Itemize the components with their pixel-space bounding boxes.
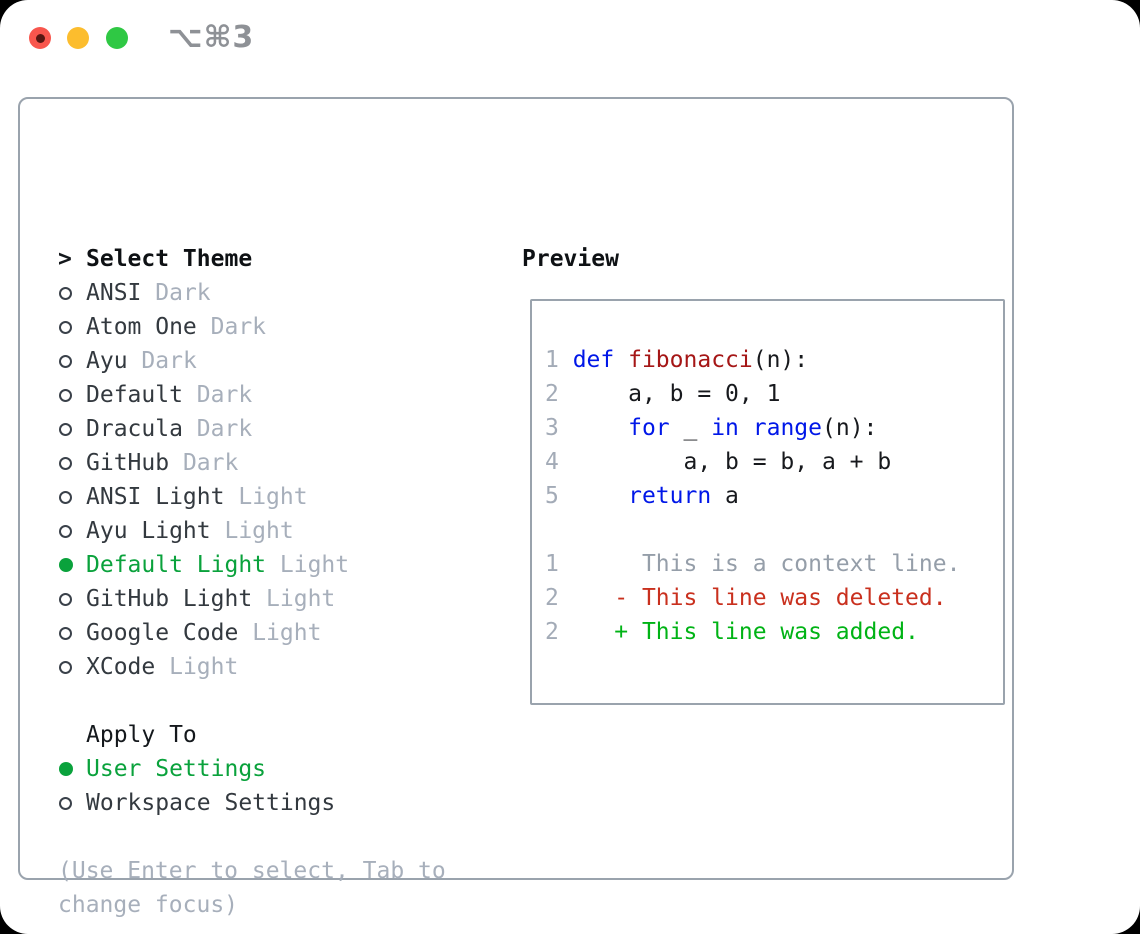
- code-line: 1 def fibonacci(n):: [545, 347, 809, 373]
- theme-option-xcode-light[interactable]: XCode Light: [58, 650, 446, 684]
- theme-option-atom-one-dark[interactable]: Atom One Dark: [58, 310, 446, 344]
- radio-icon: [59, 524, 72, 538]
- theme-variant: Dark: [196, 382, 253, 408]
- help-hint-line2: change focus): [58, 892, 239, 918]
- code-preview: 1 def fibonacci(n): 2 a, b = 0, 1 3 for …: [545, 343, 960, 649]
- select-theme-title: Select Theme: [86, 246, 253, 272]
- close-button[interactable]: [29, 27, 51, 49]
- theme-variant: Light: [252, 620, 322, 646]
- theme-name: Default Light: [86, 552, 267, 578]
- diff-context-line: 1 This is a context line.: [545, 551, 961, 577]
- radio-icon: [59, 422, 72, 436]
- radio-selected-icon: [59, 558, 73, 572]
- theme-option-google-code-light[interactable]: Google Code Light: [58, 616, 446, 650]
- radio-icon: [59, 286, 72, 300]
- theme-option-dracula-dark[interactable]: Dracula Dark: [58, 412, 446, 446]
- minimize-button[interactable]: [67, 27, 89, 49]
- diff-added-line: 2 + This line was added.: [545, 619, 919, 645]
- blank-line: [545, 513, 960, 547]
- apply-to-header: Apply To: [58, 718, 446, 752]
- radio-icon: [59, 796, 72, 810]
- preview-pane: 1 def fibonacci(n): 2 a, b = 0, 1 3 for …: [530, 299, 1005, 705]
- theme-name: GitHub Light: [86, 586, 253, 612]
- apply-option-label: Workspace Settings: [86, 790, 336, 816]
- theme-option-ansi-dark[interactable]: ANSI Dark: [58, 276, 446, 310]
- theme-variant: Dark: [210, 314, 267, 340]
- theme-option-default-dark[interactable]: Default Dark: [58, 378, 446, 412]
- theme-option-ayu-light[interactable]: Ayu Light Light: [58, 514, 446, 548]
- radio-icon: [59, 388, 72, 402]
- apply-option-user-settings[interactable]: User Settings: [58, 752, 446, 786]
- theme-variant: Dark: [182, 450, 239, 476]
- theme-option-ayu-dark[interactable]: Ayu Dark: [58, 344, 446, 378]
- theme-name: Dracula: [86, 416, 183, 442]
- theme-list: > Select Theme ANSI Dark Atom One Dark A…: [58, 242, 446, 922]
- radio-icon: [59, 660, 72, 674]
- apply-option-workspace-settings[interactable]: Workspace Settings: [58, 786, 446, 820]
- radio-icon: [59, 320, 72, 334]
- theme-name: ANSI: [86, 280, 142, 306]
- theme-name: Ayu: [86, 348, 128, 374]
- theme-variant: Light: [224, 518, 294, 544]
- theme-variant: Light: [169, 654, 239, 680]
- theme-name: ANSI Light: [86, 484, 225, 510]
- theme-variant: Dark: [155, 280, 211, 306]
- code-line: 3 for _ in range(n):: [545, 415, 878, 441]
- theme-option-default-light[interactable]: Default Light Light: [58, 548, 446, 582]
- apply-to-title: Apply To: [86, 722, 197, 748]
- theme-variant: Dark: [196, 416, 253, 442]
- radio-icon: [59, 592, 72, 606]
- theme-name: Atom One: [86, 314, 197, 340]
- zoom-button[interactable]: [106, 27, 128, 49]
- theme-name: Ayu Light: [86, 518, 211, 544]
- preview-title: Preview: [522, 246, 619, 272]
- theme-name: Default: [86, 382, 183, 408]
- window-shortcut-label: ⌥⌘3: [168, 20, 255, 55]
- radio-icon: [59, 354, 72, 368]
- code-line: 2 a, b = 0, 1: [545, 381, 781, 407]
- radio-icon: [59, 626, 72, 640]
- radio-icon: [59, 490, 72, 504]
- theme-option-github-light[interactable]: GitHub Light Light: [58, 582, 446, 616]
- theme-name: Google Code: [86, 620, 239, 646]
- theme-variant: Dark: [141, 348, 197, 374]
- help-hint-line1: (Use Enter to select, Tab to: [58, 858, 446, 884]
- apply-option-label: User Settings: [86, 756, 267, 782]
- prompt-icon: >: [58, 246, 72, 272]
- radio-icon: [59, 456, 72, 470]
- record-dot-icon: [35, 33, 45, 43]
- radio-selected-icon: [59, 762, 73, 776]
- theme-variant: Light: [238, 484, 308, 510]
- settings-panel: > Select Theme ANSI Dark Atom One Dark A…: [18, 97, 1014, 918]
- theme-option-github-dark[interactable]: GitHub Dark: [58, 446, 446, 480]
- diff-deleted-line: 2 - This line was deleted.: [545, 585, 947, 611]
- theme-variant: Light: [266, 586, 336, 612]
- select-theme-header: > Select Theme: [58, 242, 446, 276]
- theme-name: XCode: [86, 654, 156, 680]
- theme-name: GitHub: [86, 450, 170, 476]
- theme-option-ansi-light[interactable]: ANSI Light Light: [58, 480, 446, 514]
- code-line: 5 return a: [545, 483, 739, 509]
- theme-variant: Light: [279, 552, 350, 578]
- code-line: 4 a, b = b, a + b: [545, 449, 892, 475]
